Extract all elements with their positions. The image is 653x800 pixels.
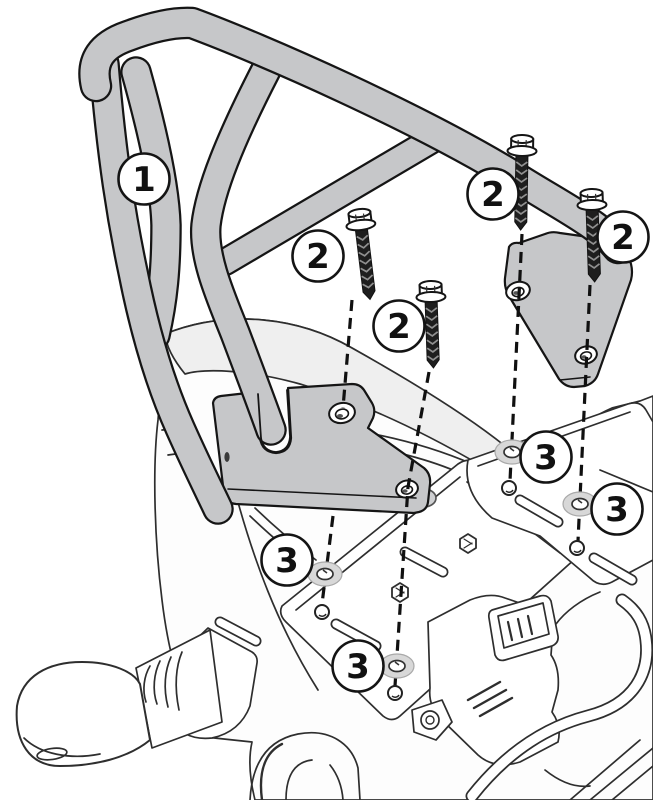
bolt-icon <box>345 207 377 301</box>
callout-number: 3 <box>346 647 370 687</box>
bracket-bolt-hole <box>505 280 531 302</box>
rack-tubes <box>78 6 635 525</box>
callout-number: 2 <box>481 175 505 215</box>
bolt-flange <box>506 144 538 158</box>
callout-2: 2 <box>372 299 426 353</box>
lower-hole-bracket <box>411 699 453 741</box>
mount-hole <box>501 480 517 496</box>
bolt-icon <box>506 133 538 231</box>
callout-number: 2 <box>306 237 330 277</box>
bolt-flange <box>415 290 447 304</box>
left-mounting-bracket <box>211 382 432 515</box>
bracket-slot-edge <box>257 389 291 453</box>
callout-3: 3 <box>519 430 573 484</box>
callout-number: 3 <box>605 490 629 530</box>
callout-circle <box>372 299 426 353</box>
callout-labels: 1 2 2 2 2 3 3 3 3 <box>117 152 650 693</box>
assembly-dash-line <box>576 284 592 542</box>
callout-number: 3 <box>275 541 299 581</box>
mount-hole <box>314 604 330 620</box>
mount-hole <box>387 685 403 701</box>
bolt-flange <box>576 198 608 212</box>
callout-2: 2 <box>466 167 520 221</box>
callout-2: 2 <box>596 210 650 264</box>
callout-number: 1 <box>132 160 156 200</box>
callout-circle <box>466 167 520 221</box>
callout-circle <box>331 639 385 693</box>
callout-3: 3 <box>331 639 385 693</box>
target-holes <box>314 480 585 701</box>
bracket-side-hole <box>224 452 230 462</box>
mount-hole <box>569 540 585 556</box>
turn-signal <box>15 627 258 767</box>
signal-bellows <box>143 651 183 711</box>
callout-circle <box>291 229 345 283</box>
callout-3: 3 <box>590 482 644 536</box>
washer-icon <box>379 653 415 679</box>
washer-icon <box>307 561 343 587</box>
callout-2: 2 <box>291 229 345 283</box>
callout-circle <box>519 430 573 484</box>
bolt-threads <box>514 161 528 224</box>
bolt-icon <box>415 279 447 369</box>
bracket-bolt-hole <box>574 345 598 365</box>
bolt-flange <box>345 218 377 232</box>
callout-number: 3 <box>534 438 558 478</box>
washer-icon <box>562 491 598 517</box>
assembly-dash-line <box>393 371 431 687</box>
bolt-icon <box>576 187 608 283</box>
bolt-threads <box>425 307 440 362</box>
callout-1: 1 <box>117 152 171 206</box>
signal-lens <box>15 661 151 767</box>
assembly-dash-line <box>320 515 335 605</box>
tail-light <box>427 594 560 766</box>
callout-circle <box>117 152 171 206</box>
bracket-bolt-hole <box>328 401 356 425</box>
callout-circle <box>260 533 314 587</box>
bolts <box>345 133 608 369</box>
callout-3: 3 <box>260 533 314 587</box>
callout-number: 2 <box>611 218 635 258</box>
bolt-threads <box>356 234 375 289</box>
callout-circle <box>596 210 650 264</box>
bolt-threads <box>586 215 601 270</box>
assembly-dash-line <box>341 299 354 409</box>
callout-circle <box>590 482 644 536</box>
grab-rail <box>465 591 653 800</box>
callout-number: 2 <box>387 307 411 347</box>
